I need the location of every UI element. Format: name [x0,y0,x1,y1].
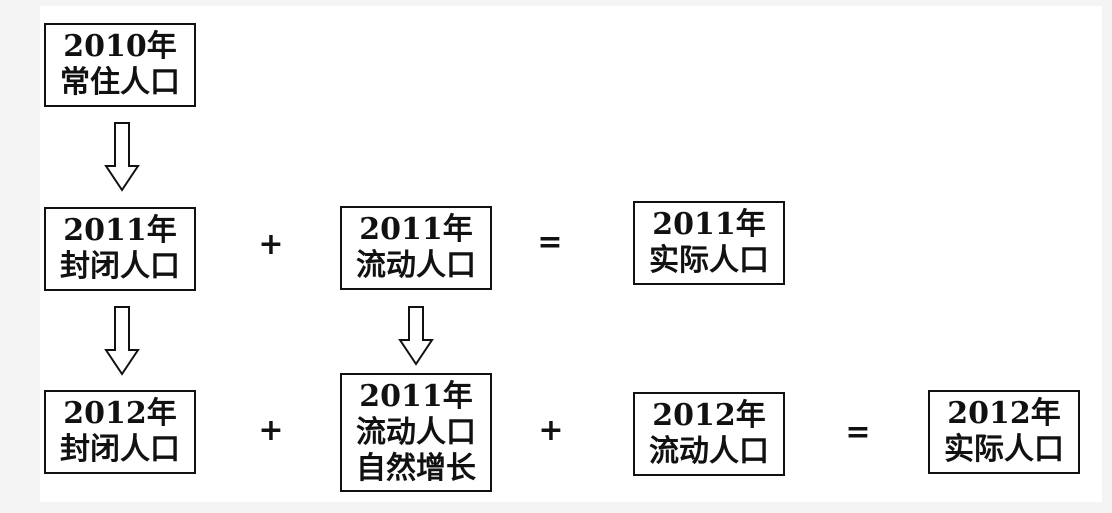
box-line-label: 封闭人口 [60,432,180,467]
box-line-label: 自然增长 [356,450,476,486]
equals-operator: = [537,225,563,260]
box-2012-actual-population: 2012年 实际人口 [928,390,1080,474]
box-line-label: 流动人口 [356,414,476,450]
box-2011-floating-population-natural-growth: 2011年 流动人口 自然增长 [340,373,492,492]
box-2011-floating-population: 2011年 流动人口 [340,206,492,290]
box-line-year: 2011年 [652,207,766,242]
box-2011-closed-population: 2011年 封闭人口 [44,207,196,291]
box-line-label: 实际人口 [944,432,1064,467]
box-line-year: 2011年 [359,378,473,414]
box-2012-closed-population: 2012年 封闭人口 [44,390,196,474]
box-line-label: 封闭人口 [60,249,180,284]
box-line-year: 2012年 [652,398,766,433]
down-arrow-icon [104,122,140,192]
box-line-label: 流动人口 [649,434,769,469]
box-2011-actual-population: 2011年 实际人口 [633,201,785,285]
plus-operator: + [258,413,284,448]
equals-operator: = [845,415,871,450]
diagram-panel [40,6,1102,502]
box-line-label: 流动人口 [356,248,476,283]
box-line-year: 2012年 [947,396,1061,431]
box-2010-resident-population: 2010年 常住人口 [44,23,196,107]
plus-operator: + [538,413,564,448]
box-2012-floating-population: 2012年 流动人口 [633,392,785,476]
down-arrow-icon [104,306,140,376]
down-arrow-icon [398,306,434,366]
box-line-label: 实际人口 [649,243,769,278]
box-line-year: 2011年 [359,212,473,247]
plus-operator: + [258,227,284,262]
box-line-label: 常住人口 [60,65,180,100]
box-line-year: 2010年 [63,29,177,64]
box-line-year: 2011年 [63,213,177,248]
box-line-year: 2012年 [63,396,177,431]
